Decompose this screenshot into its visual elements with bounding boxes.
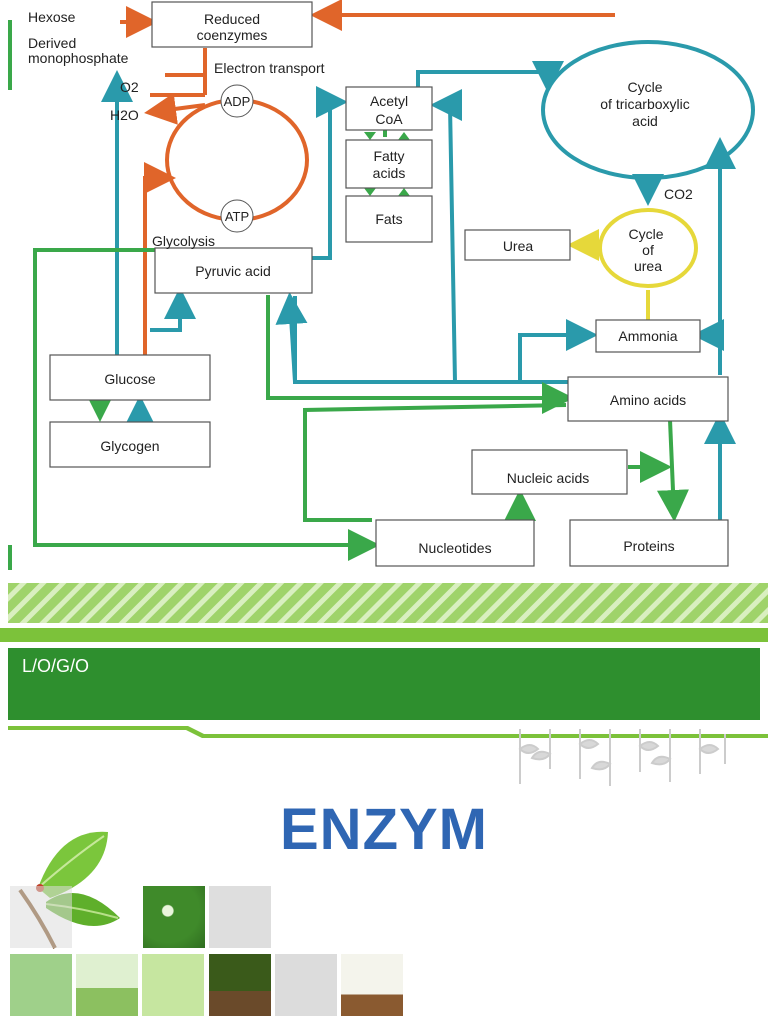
title-bar-underline <box>8 726 768 738</box>
label-hexose: Hexose <box>28 9 76 25</box>
mosaic-tile <box>10 954 72 1016</box>
amino-acids-box <box>567 376 729 422</box>
mosaic-tile <box>142 954 204 1016</box>
label-reduced: Reduced <box>204 11 260 27</box>
logo-text: L/O/G/O <box>22 656 90 676</box>
label-fats: Fats <box>375 211 402 227</box>
slide-title: ENZYM <box>280 797 488 862</box>
label-coenzymes: coenzymes <box>197 27 268 43</box>
nucleic-acids-box <box>471 449 628 495</box>
label-urea-cycle-of: of <box>642 242 654 258</box>
label-proteins: Proteins <box>623 538 674 554</box>
label-tca-cycle: Cycle <box>627 79 662 95</box>
mosaic-tile-sprout <box>341 954 403 1016</box>
label-nucleotides: Nucleotides <box>418 540 491 556</box>
proteins-box <box>569 519 729 567</box>
ammonia-box <box>595 319 701 353</box>
label-o2: O2 <box>120 79 139 95</box>
label-monophosphate: monophosphate <box>28 50 129 66</box>
label-glycogen: Glycogen <box>100 438 159 454</box>
reduced-coenzymes-box <box>151 1 313 48</box>
mosaic-tile-flower <box>143 886 205 948</box>
label-tca-acid: acid <box>632 113 658 129</box>
label-nucleic-acids: Nucleic acids <box>507 470 589 486</box>
metabolism-diagram: Hexose Derived monophosphate O2 H2O Redu… <box>8 0 755 570</box>
label-amino-acids: Amino acids <box>610 392 686 408</box>
label-fatty: Fatty <box>373 148 404 164</box>
label-electron-transport: Electron transport <box>214 60 325 76</box>
label-urea-cycle-urea: urea <box>634 258 662 274</box>
nucleotides-box <box>375 519 535 567</box>
decorative-plants <box>518 729 726 786</box>
label-glycolysis: Glycolysis <box>152 233 215 249</box>
urea-box <box>464 229 571 261</box>
label-fatty-acids: acids <box>373 165 406 181</box>
pyruvic-acid-box <box>154 247 313 294</box>
mosaic-tile <box>10 886 72 948</box>
mosaic-tile-seedling <box>209 954 271 1016</box>
mosaic-tile-grass <box>76 954 138 1016</box>
label-co2: CO2 <box>664 186 693 202</box>
label-h2o: H2O <box>110 107 139 123</box>
glycogen-box <box>49 421 211 468</box>
label-glucose: Glucose <box>104 371 156 387</box>
label-derived: Derived <box>28 35 76 51</box>
mosaic-tile <box>209 886 271 948</box>
title-bar <box>8 648 760 720</box>
label-pyruvic-acid: Pyruvic acid <box>195 263 270 279</box>
hatched-stripe <box>8 583 768 623</box>
label-urea-cycle: Cycle <box>628 226 663 242</box>
fats-box <box>345 195 433 243</box>
label-ammonia: Ammonia <box>618 328 677 344</box>
glucose-box <box>49 354 211 401</box>
label-adp: ADP <box>224 94 251 109</box>
green-divider <box>0 628 768 642</box>
fatty-acids-box <box>345 139 433 189</box>
label-urea: Urea <box>503 238 534 254</box>
label-tca-of: of tricarboxylic <box>600 96 689 112</box>
label-acetyl: Acetyl <box>370 93 408 109</box>
mosaic-tile <box>275 954 337 1016</box>
acetyl-coa-box <box>345 86 433 131</box>
label-coa: CoA <box>375 111 403 127</box>
label-atp: ATP <box>225 209 249 224</box>
